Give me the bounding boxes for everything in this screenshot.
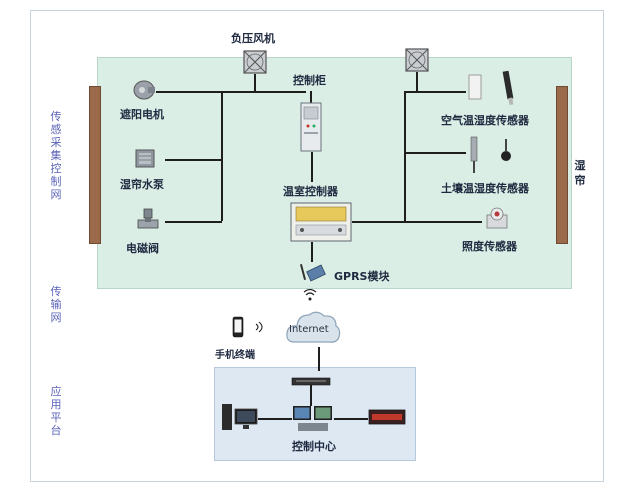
internet-label: Internet (289, 324, 329, 335)
side-label-application: 应用平台 (50, 385, 62, 437)
line-controller-right (352, 221, 404, 223)
line-cabinet-controller (311, 152, 313, 182)
line-fan-right (416, 72, 418, 92)
control-cabinet-icon (300, 102, 322, 152)
soil-sensor-label: 土壤温湿度传感器 (441, 182, 529, 195)
line-controller-gprs (311, 242, 313, 262)
air-sensor-icon (468, 74, 482, 100)
line-switch-workstation (310, 384, 312, 406)
shade-motor-icon (132, 79, 156, 101)
side-label-transport: 传输网 (50, 285, 62, 324)
line-internet-switch (318, 347, 320, 371)
desktop-pc-icon (221, 403, 259, 433)
line-light-sensor (404, 221, 482, 223)
workstation-monitors-icon (292, 404, 334, 434)
wet-curtain-panel (556, 86, 568, 244)
internet-cloud-icon (284, 306, 342, 350)
solenoid-valve-label: 电磁阀 (126, 242, 159, 255)
exhaust-fan-icon (243, 50, 267, 74)
line-cabinet (310, 91, 312, 103)
signal-waves-icon (303, 289, 317, 301)
gprs-module-label: GPRS模块 (334, 270, 390, 283)
display-panel-icon (368, 409, 406, 425)
light-sensor-icon (484, 205, 510, 231)
curtain-pump-label: 湿帘水泵 (120, 178, 164, 191)
line-pc-workstation (258, 418, 292, 420)
gprs-module-icon (298, 262, 328, 284)
line-left-trunk (221, 91, 223, 221)
light-sensor-label: 照度传感器 (462, 240, 517, 253)
greenhouse-controller-icon (290, 202, 352, 242)
side-label-sensing: 传感采集控制网 (50, 110, 62, 201)
exhaust-fan-label: 负压风机 (231, 32, 275, 45)
mobile-terminal-label: 手机终端 (215, 350, 255, 361)
air-sensor-probe-icon (502, 70, 514, 106)
wet-curtain-label: 湿帘 (574, 159, 586, 187)
soil-sensor-probe-icon (500, 138, 512, 168)
sensing-control-zone (97, 57, 572, 289)
line-top-left (156, 91, 306, 93)
exhaust-fan-icon (405, 48, 429, 72)
curtain-pump-icon (134, 147, 156, 169)
line-right-trunk (404, 91, 406, 222)
line-pump (165, 159, 222, 161)
network-switch-icon (291, 376, 331, 386)
control-center-label: 控制中心 (292, 440, 336, 453)
greenhouse-controller-label: 温室控制器 (283, 185, 338, 198)
line-soil-sensor (404, 152, 466, 154)
control-cabinet-label: 控制柜 (293, 74, 326, 87)
mobile-phone-icon (232, 316, 244, 338)
line-valve (165, 221, 222, 223)
shade-motor-label: 遮阳电机 (120, 108, 164, 121)
soil-sensor-icon (468, 136, 480, 174)
left-curtain (89, 86, 101, 244)
solenoid-valve-icon (136, 208, 160, 232)
line-workstation-display (334, 418, 368, 420)
air-sensor-label: 空气温湿度传感器 (441, 114, 529, 127)
line-air-sensor (404, 91, 466, 93)
line-fan-left (254, 74, 256, 92)
mobile-signal-icon (254, 320, 266, 334)
